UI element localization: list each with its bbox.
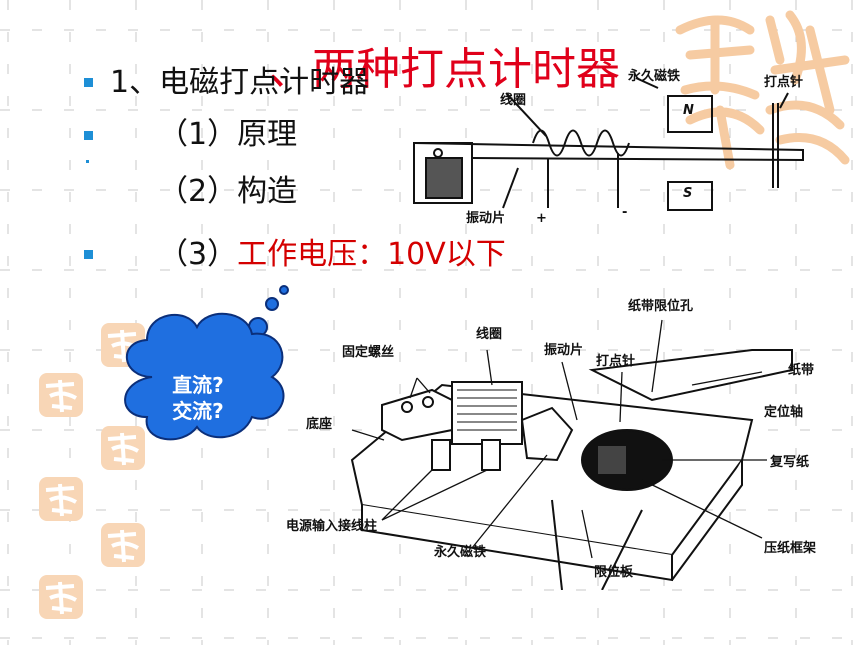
label-needle-bottom: 打点针 (596, 354, 636, 369)
label-terminals: 电源输入接线柱 (286, 519, 378, 534)
label-frame: 压纸框架 (764, 541, 817, 556)
label-screw: 固定螺丝 (342, 345, 395, 360)
watermark-seal-large-icon (675, 10, 850, 170)
bullet-marker (84, 78, 93, 87)
watermark-seal-icon (101, 523, 145, 567)
bullet-text-3: （2）构造 (158, 174, 298, 209)
bubble-line-1: 直流? (172, 373, 224, 397)
bottom-device-diagram (350, 319, 793, 590)
label-magnet-bottom: 永久磁铁 (434, 545, 487, 560)
label-magnet-top: 永久磁铁 (628, 69, 681, 84)
watermark-seal-icon (39, 575, 83, 619)
bullet-marker (84, 250, 93, 259)
label-coil-top: 线圈 (500, 93, 527, 108)
label-needle-top: 打点针 (764, 75, 804, 90)
label-tape: 纸带 (788, 363, 815, 378)
label-plus: + (536, 211, 547, 226)
watermark-seal-icon (101, 426, 145, 470)
label-minus: - (622, 205, 628, 220)
label-north: N (683, 103, 694, 118)
slide-title: 、两种打点计时器 (268, 44, 620, 95)
watermark-seal-icon (39, 477, 83, 521)
label-tape-hole: 纸带限位孔 (628, 299, 694, 314)
label-axis: 定位轴 (764, 405, 804, 420)
bullet-text-4: （3）工作电压：10V以下 (158, 240, 506, 270)
thought-bubble-text: 直流? 交流? (150, 372, 246, 424)
label-coil-bottom: 线圈 (476, 327, 503, 342)
label-base: 底座 (306, 417, 333, 432)
thought-bubble-icon (124, 285, 289, 441)
label-carbon-paper: 复写纸 (770, 455, 810, 470)
voltage-text: 工作电压：10V以下 (237, 237, 506, 272)
bullet-text-1: 1、电磁打点计时器 (110, 65, 370, 100)
label-south: S (683, 186, 693, 201)
bullet-dot (86, 160, 89, 163)
label-limit-plate: 限位板 (594, 565, 634, 580)
bullet-marker (84, 131, 93, 140)
watermark-seal-icon (39, 373, 83, 417)
label-vibrator-bottom: 振动片 (544, 343, 584, 358)
bullet-text-2: （1）原理 (158, 117, 298, 152)
bullet-number: （3） (158, 237, 238, 272)
top-schematic-diagram (413, 77, 804, 211)
label-vibrator-top: 振动片 (466, 211, 506, 226)
bubble-line-2: 交流? (172, 399, 224, 423)
